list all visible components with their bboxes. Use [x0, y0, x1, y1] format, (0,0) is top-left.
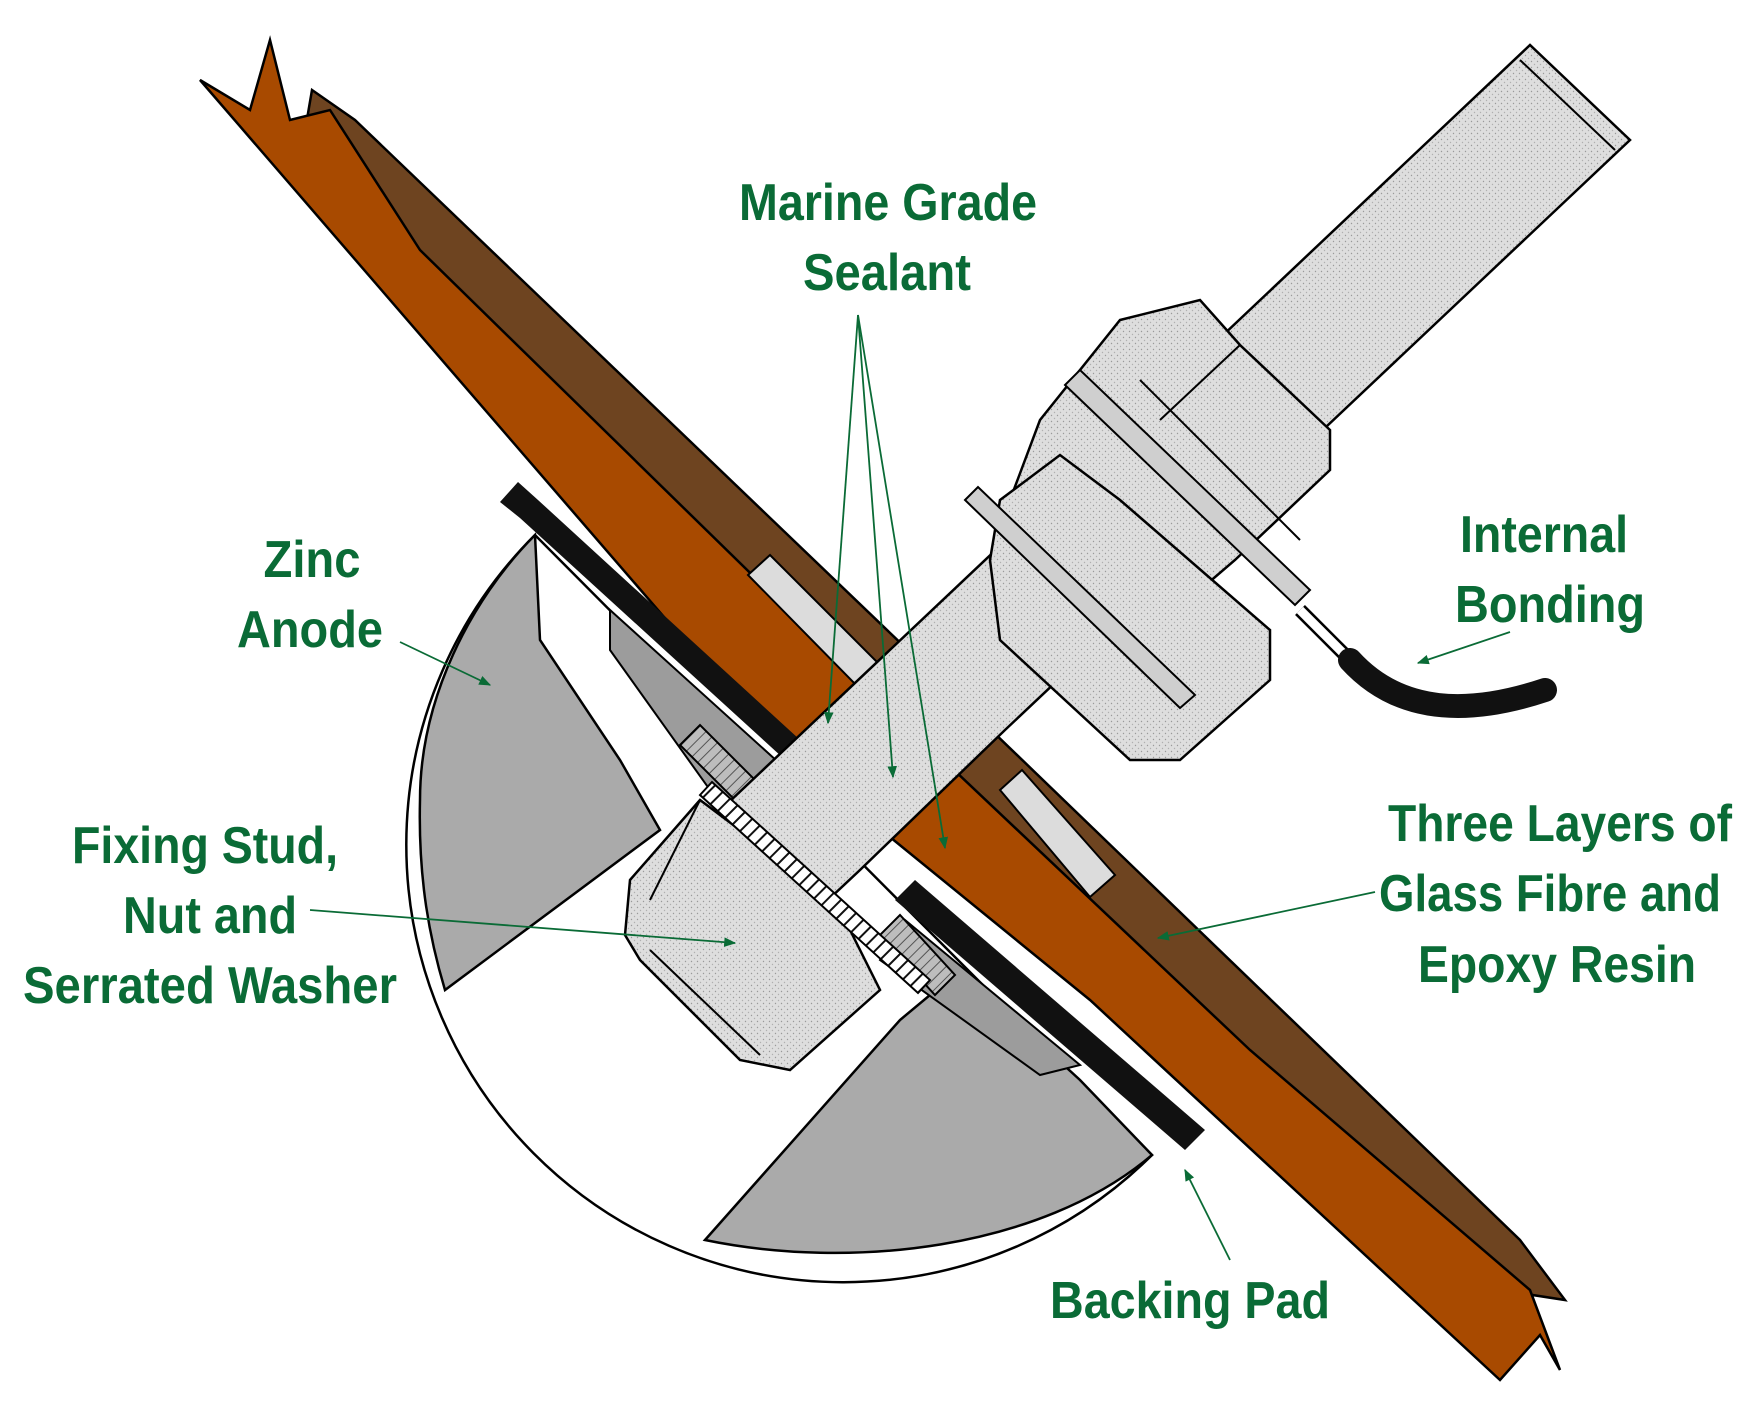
- label-glass-fibre: Three Layers of Glass Fibre and Epoxy Re…: [1379, 795, 1733, 994]
- label-line: Glass Fibre and: [1379, 865, 1721, 923]
- label-line: Fixing Stud,: [72, 817, 338, 875]
- label-line: Serrated Washer: [23, 957, 397, 1015]
- leader-lines: [309, 314, 1511, 1261]
- label-line: Marine Grade: [739, 174, 1037, 232]
- label-line: Sealant: [803, 244, 971, 302]
- label-line: Backing Pad: [1050, 1272, 1330, 1330]
- label-marine-sealant: Marine Grade Sealant: [739, 174, 1037, 302]
- bonding-cable: [1295, 605, 1557, 719]
- label-line: Three Layers of: [1388, 795, 1733, 853]
- label-fixing-stud: Fixing Stud, Nut and Serrated Washer: [23, 817, 397, 1015]
- label-zinc-anode: Zinc Anode: [237, 531, 383, 659]
- label-internal-bonding: Internal Bonding: [1455, 506, 1645, 634]
- label-line: Internal: [1460, 506, 1628, 564]
- outer-nut-assembly: [963, 298, 1332, 762]
- label-line: Anode: [237, 601, 383, 659]
- label-line: Epoxy Resin: [1418, 936, 1696, 994]
- inner-nut-assembly: [623, 780, 932, 1072]
- label-backing-pad: Backing Pad: [1050, 1272, 1330, 1330]
- label-line: Bonding: [1455, 576, 1645, 634]
- label-line: Nut and: [123, 887, 297, 945]
- label-line: Zinc: [264, 531, 361, 589]
- backing-pad: [500, 482, 1205, 1150]
